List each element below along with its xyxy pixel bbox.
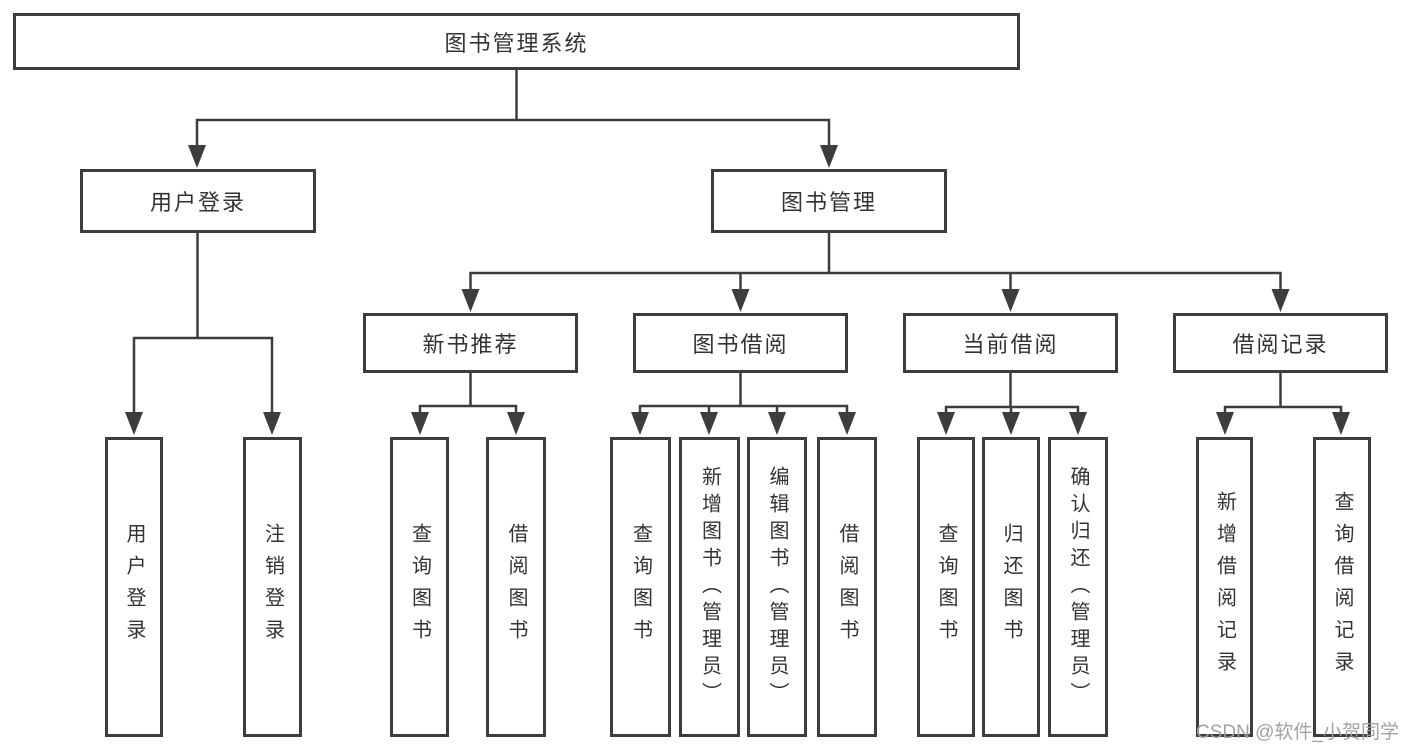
leaf-confirm-return-admin-label: 确认归还（管理员）: [1067, 465, 1089, 709]
arrowhead-icon: [731, 289, 750, 312]
leaf-add-books-admin: 新增图书（管理员）: [679, 437, 740, 737]
connector-user-login: [132, 233, 274, 414]
node-book-borrow-label: 图书借阅: [692, 332, 789, 357]
node-borrow-records: 借阅记录: [1173, 313, 1388, 373]
arrowhead-icon: [1002, 412, 1020, 435]
arrowhead-icon: [1271, 289, 1290, 312]
arrowhead-icon: [937, 412, 955, 435]
arrowhead-icon: [411, 412, 429, 435]
leaf-borrow-books-recommend-label: 借阅图书: [505, 523, 527, 651]
node-current-borrow-label: 当前借阅: [962, 332, 1059, 357]
arrowhead-icon: [1069, 412, 1087, 435]
node-current-borrow: 当前借阅: [903, 313, 1118, 373]
arrowhead-icon: [631, 412, 649, 435]
connector-root: [195, 70, 831, 147]
node-root: 图书管理系统: [13, 13, 1020, 70]
node-user-login-label: 用户登录: [149, 190, 246, 215]
arrowhead-icon: [768, 412, 786, 435]
csdn-watermark: CSDN @软件_小贺同学: [1196, 722, 1399, 743]
node-new-book-recommend-label: 新书推荐: [422, 332, 519, 357]
leaf-logout-label: 注销登录: [261, 523, 284, 651]
leaf-query-borrow-record-label: 查询借阅记录: [1331, 491, 1353, 683]
leaf-confirm-return-admin: 确认归还（管理员）: [1048, 437, 1108, 737]
leaf-return-books-label: 归还图书: [1000, 523, 1022, 651]
leaf-query-borrow-record: 查询借阅记录: [1313, 437, 1371, 737]
leaf-return-books: 归还图书: [982, 437, 1040, 737]
leaf-query-books-current: 查询图书: [917, 437, 975, 737]
node-book-borrow: 图书借阅: [633, 313, 848, 373]
leaf-query-books-recommend: 查询图书: [390, 437, 449, 737]
leaf-borrow-books-label: 借阅图书: [836, 523, 858, 651]
connector-new-book-recommend: [418, 372, 518, 414]
connector-borrow-records: [1223, 372, 1343, 414]
leaf-user-login: 用户登录: [105, 437, 163, 737]
leaf-borrow-books: 借阅图书: [817, 437, 877, 737]
leaf-edit-books-admin: 编辑图书（管理员）: [747, 437, 807, 737]
node-book-management: 图书管理: [711, 169, 947, 233]
arrowhead-icon: [263, 412, 281, 435]
leaf-user-login-label: 用户登录: [123, 523, 145, 651]
leaf-add-borrow-record-label: 新增借阅记录: [1213, 491, 1236, 683]
node-user-login: 用户登录: [80, 169, 316, 233]
connector-current-borrow: [944, 372, 1080, 414]
leaf-add-books-admin-label: 新增图书（管理员）: [698, 465, 721, 709]
leaf-query-books-borrow-label: 查询图书: [629, 523, 652, 651]
leaf-query-books-recommend-label: 查询图书: [408, 523, 431, 651]
node-borrow-records-label: 借阅记录: [1232, 332, 1329, 357]
connector-book-management: [469, 233, 1282, 290]
arrowhead-icon: [700, 412, 718, 435]
leaf-query-books-current-label: 查询图书: [935, 523, 957, 651]
arrowhead-icon: [838, 412, 856, 435]
connector-book-borrow: [638, 372, 849, 414]
leaf-query-books-borrow: 查询图书: [610, 437, 671, 737]
leaf-logout: 注销登录: [243, 437, 302, 737]
arrowhead-icon: [1001, 289, 1020, 312]
node-new-book-recommend: 新书推荐: [363, 313, 578, 373]
leaf-add-borrow-record: 新增借阅记录: [1196, 437, 1253, 737]
node-root-label: 图书管理系统: [444, 30, 589, 56]
arrowhead-icon: [820, 145, 838, 168]
node-book-management-label: 图书管理: [780, 190, 877, 215]
leaf-edit-books-admin-label: 编辑图书（管理员）: [766, 465, 788, 709]
arrowhead-icon: [188, 145, 206, 168]
arrowhead-icon: [1332, 412, 1350, 435]
arrowhead-icon: [507, 412, 525, 435]
leaf-borrow-books-recommend: 借阅图书: [486, 437, 546, 737]
arrowhead-icon: [1216, 412, 1234, 435]
arrowhead-icon: [125, 412, 143, 435]
arrowhead-icon: [461, 289, 480, 312]
